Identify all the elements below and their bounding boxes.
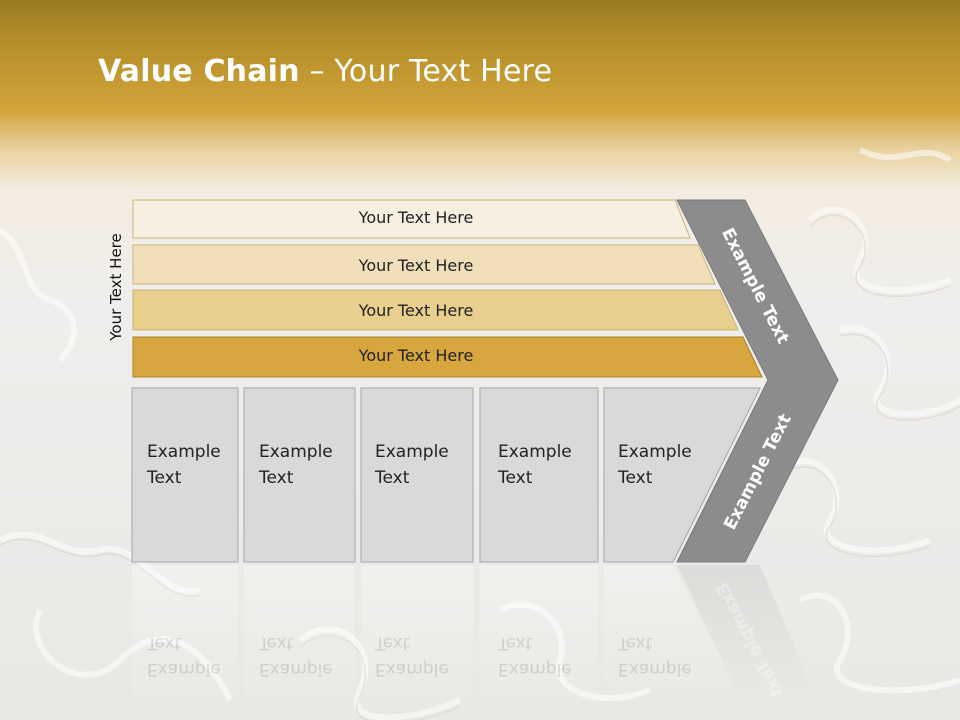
box-5-text: Example Text <box>618 439 692 491</box>
box-1-reflection-line2: Text <box>147 633 182 653</box>
box-1-reflection <box>132 565 238 715</box>
box-4-text: Example Text <box>498 439 572 491</box>
box-1-line1: Example <box>147 442 221 462</box>
box-1-line2: Text <box>147 468 182 488</box>
bar-4-label: Your Text Here <box>358 346 474 365</box>
box-4-line1: Example <box>498 442 572 462</box>
box-3-text: Example Text <box>375 439 449 491</box>
box-5-reflection <box>604 565 740 700</box>
box-5-reflection-text: Example Text <box>618 630 692 682</box>
box-5-line1: Example <box>618 442 692 462</box>
box-5-line2: Text <box>618 468 653 488</box>
box-4-reflection-text: Example Text <box>498 630 572 682</box>
box-5-reflection-line2: Text <box>618 633 653 653</box>
box-3-reflection-line1: Example <box>375 659 449 679</box>
bar-1-label: Your Text Here <box>358 208 474 227</box>
box-1 <box>131 387 239 563</box>
box-3-line1: Example <box>375 442 449 462</box>
box-2-reflection-line2: Text <box>259 633 294 653</box>
box-5 <box>603 387 761 563</box>
box-3 <box>360 387 474 563</box>
bar-3 <box>132 289 739 331</box>
box-4-reflection-line1: Example <box>498 659 572 679</box>
box-2-reflection <box>244 565 355 715</box>
box-3-reflection-line2: Text <box>375 633 410 653</box>
box-3-line2: Text <box>375 468 410 488</box>
box-2-text: Example Text <box>259 439 333 491</box>
box-2-reflection-line1: Example <box>259 659 333 679</box>
bar-2-label: Your Text Here <box>358 256 474 275</box>
chevron-arrow <box>676 199 839 563</box>
bar-2 <box>132 244 716 285</box>
box-2-reflection-text: Example Text <box>259 630 333 682</box>
box-2-line2: Text <box>259 468 294 488</box>
box-4-reflection <box>480 565 598 715</box>
bar-1 <box>132 199 691 239</box>
page-title: Value Chain – Your Text Here <box>98 54 552 89</box>
box-5-reflection-line1: Example <box>618 659 692 679</box>
box-4-reflection-line2: Text <box>498 633 533 653</box>
box-3-reflection <box>361 565 473 715</box>
title-rest: – Your Text Here <box>299 54 553 89</box>
box-3-reflection-text: Example Text <box>375 630 449 682</box>
box-2-line1: Example <box>259 442 333 462</box>
box-4 <box>479 387 599 563</box>
box-2 <box>243 387 356 563</box>
chevron-reflection <box>677 565 812 700</box>
title-bold: Value Chain <box>98 54 300 89</box>
box-4-line2: Text <box>498 468 533 488</box>
box-1-reflection-text: Example Text <box>147 630 221 682</box>
bar-3-label: Your Text Here <box>358 301 474 320</box>
box-1-text: Example Text <box>147 439 221 491</box>
box-1-reflection-line1: Example <box>147 659 221 679</box>
bar-4 <box>132 336 763 378</box>
